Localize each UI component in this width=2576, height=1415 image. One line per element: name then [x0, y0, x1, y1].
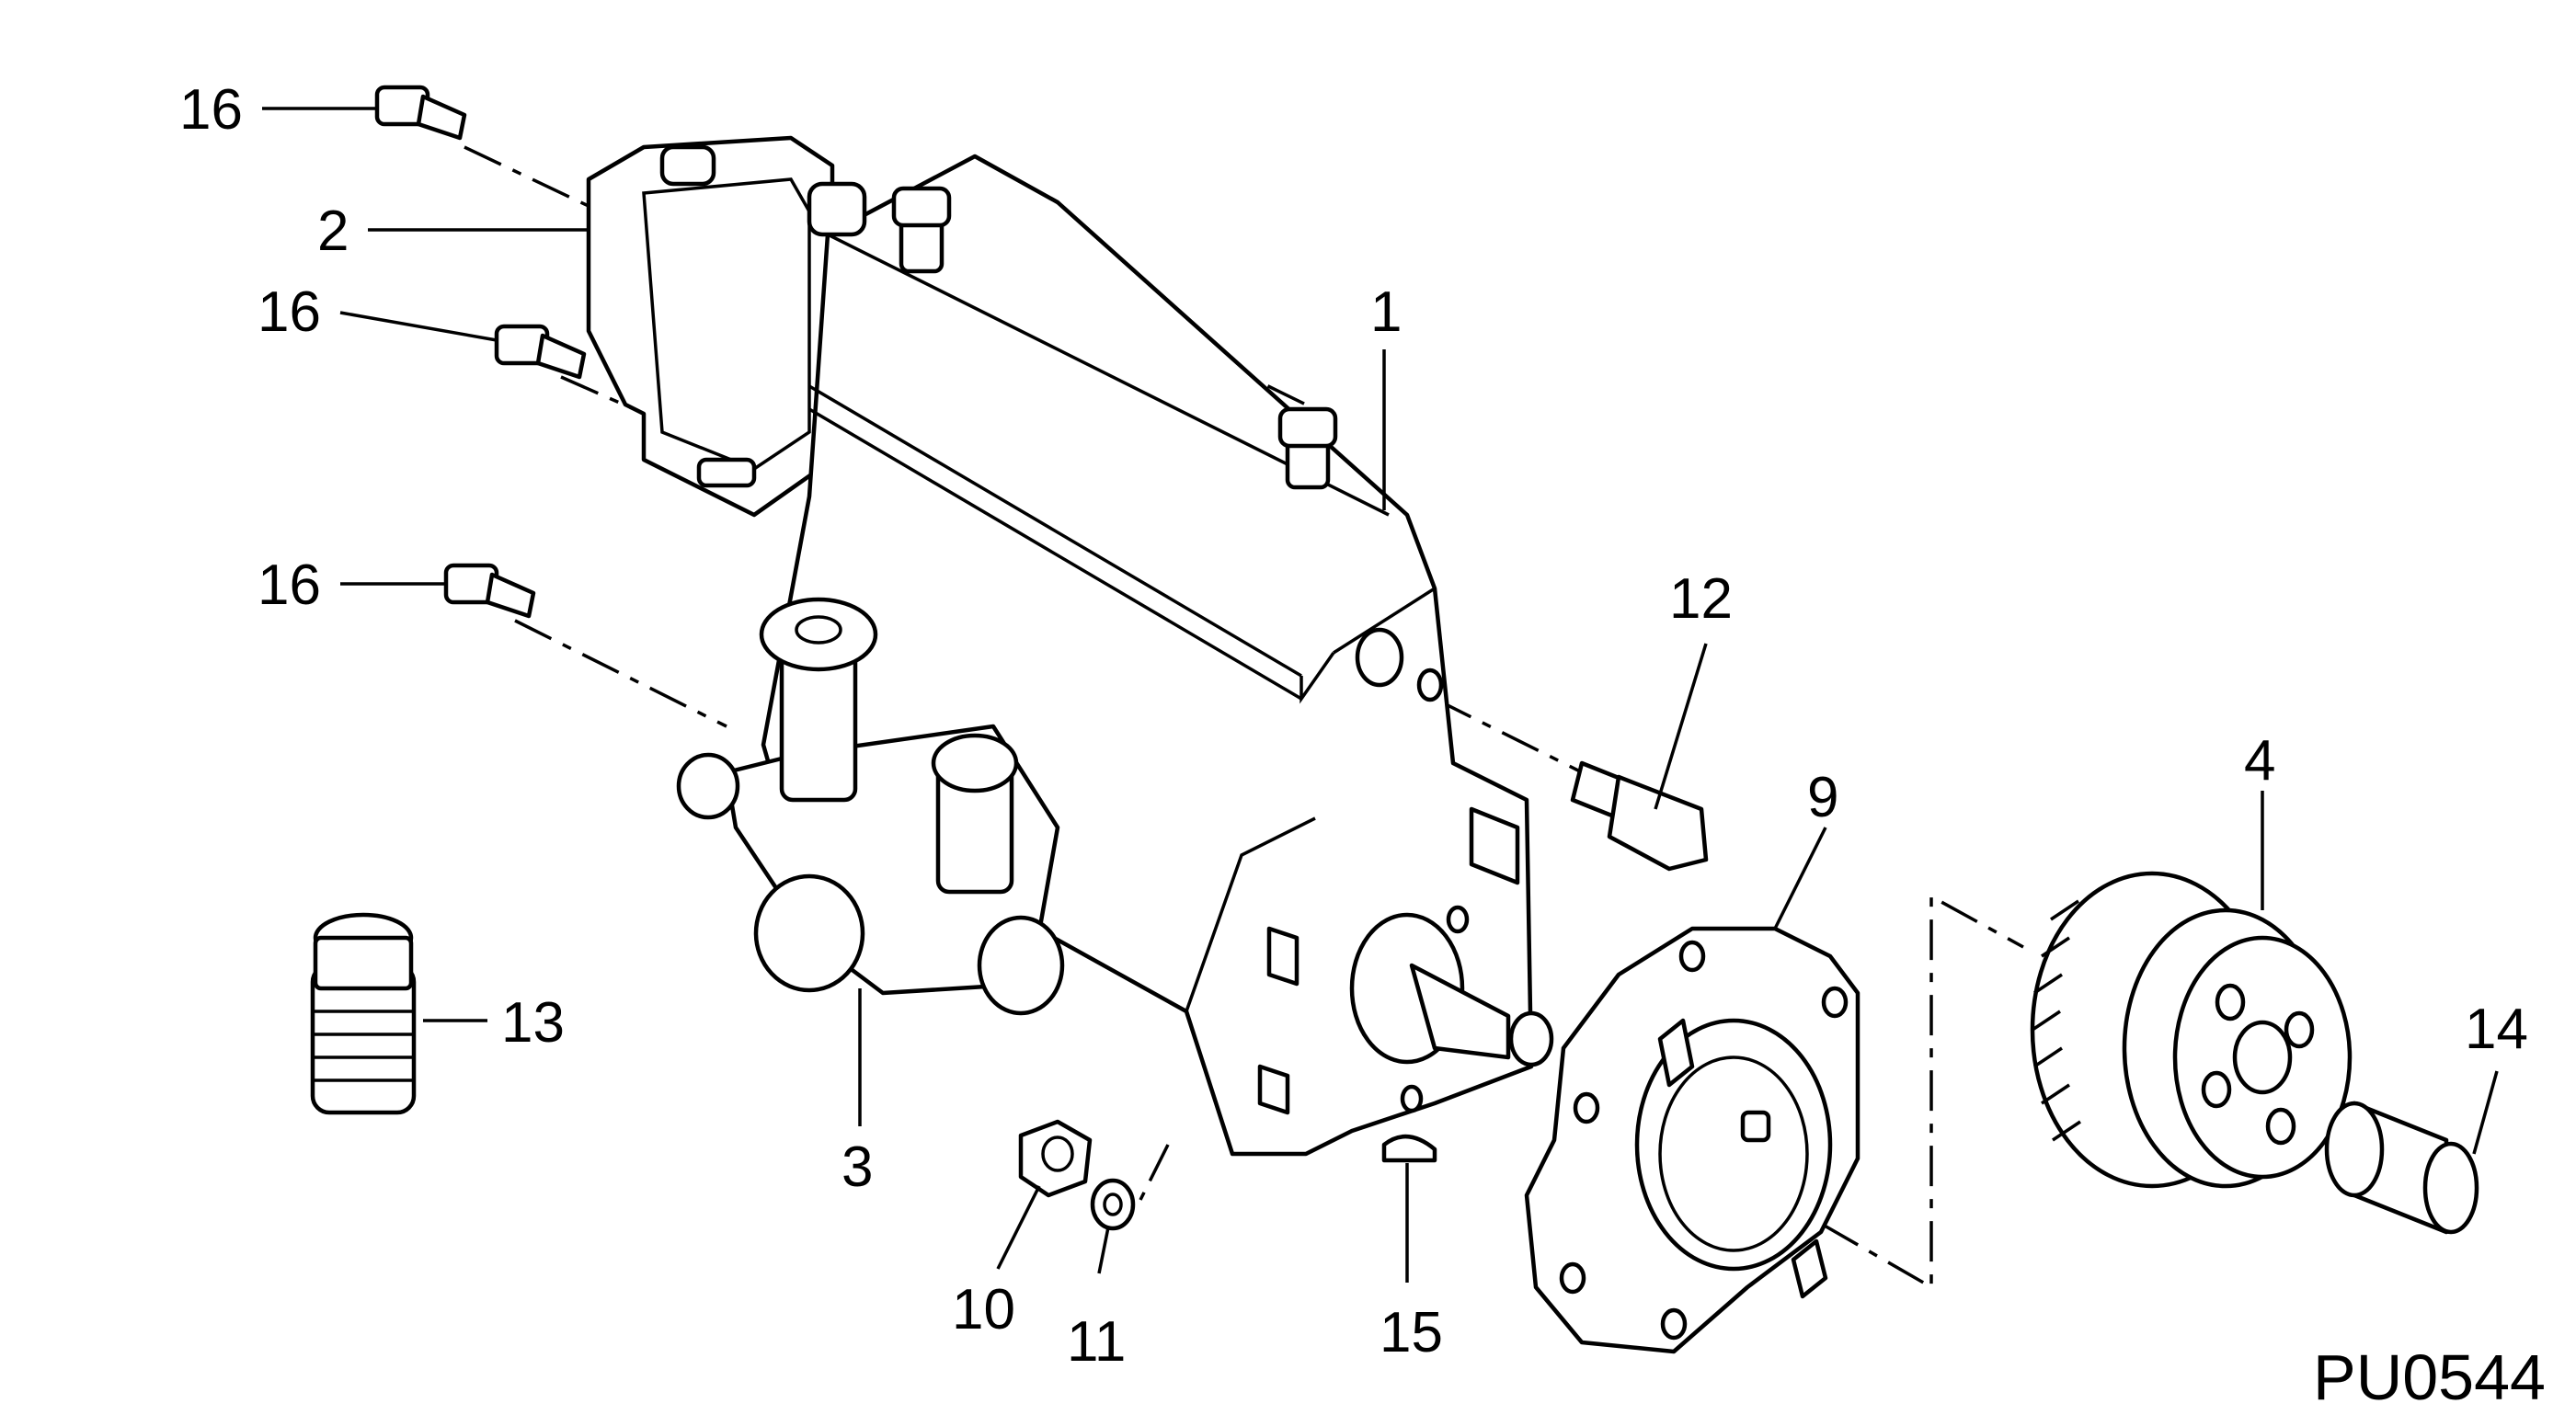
leader-lines — [262, 107, 2499, 1283]
drive-gear-4 — [2030, 871, 2353, 1189]
nut-10 — [1018, 1119, 1093, 1198]
callout-9: 9 — [1807, 766, 1838, 829]
callout-16-middle: 16 — [258, 280, 321, 344]
bolt-16-middle — [494, 324, 587, 380]
callout-3: 3 — [841, 1135, 873, 1199]
callout-12: 12 — [1669, 567, 1733, 631]
governor-housing — [586, 135, 835, 518]
callout-16-bottom: 16 — [258, 553, 321, 617]
adapter-plate-9 — [1524, 926, 1860, 1354]
callout-16-top: 16 — [179, 78, 243, 142]
callout-14: 14 — [2465, 998, 2528, 1061]
plug-12 — [1570, 760, 1709, 872]
bolt-16-bottom — [443, 563, 536, 619]
strainer-13 — [310, 912, 417, 1115]
bolt-16-top — [374, 85, 467, 141]
woodruff-key-15 — [1381, 1134, 1437, 1163]
callout-15: 15 — [1380, 1301, 1443, 1364]
callout-11: 11 — [1067, 1310, 1126, 1374]
figure-code: PU0544 — [2313, 1341, 2546, 1413]
feed-pump — [676, 597, 1065, 1016]
callout-1: 1 — [1370, 280, 1402, 344]
callout-4: 4 — [2244, 729, 2275, 793]
washer-11 — [1090, 1178, 1136, 1231]
sleeve-14 — [2324, 1101, 2479, 1235]
callout-2: 2 — [317, 200, 349, 263]
callout-10: 10 — [952, 1278, 1015, 1341]
callout-13: 13 — [501, 991, 565, 1055]
injection-pump-body — [761, 154, 1554, 1157]
